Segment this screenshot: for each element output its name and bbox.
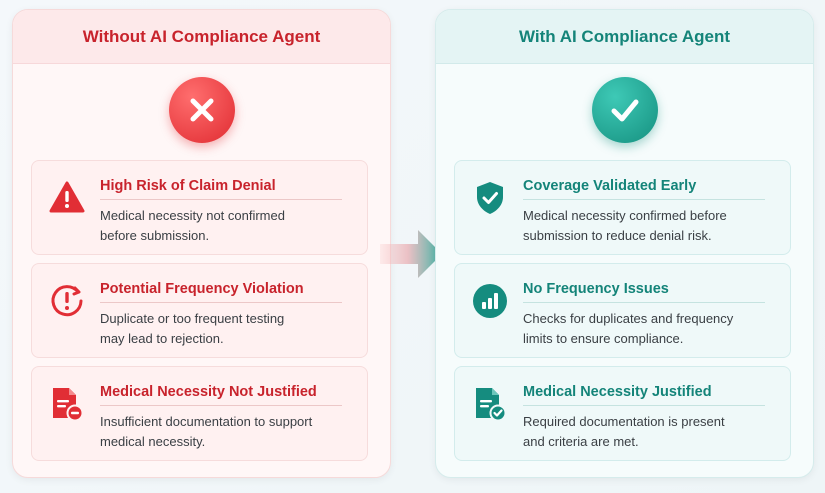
card-high-risk-claim-denial: High Risk of Claim Denial Medical necess… — [31, 160, 368, 255]
card-description-line: may lead to rejection. — [100, 331, 224, 346]
document-check-icon — [471, 385, 509, 423]
with-agent-title: With AI Compliance Agent — [436, 10, 813, 64]
card-medical-necessity-justified: Medical Necessity Justified Required doc… — [454, 366, 791, 461]
card-description-line: medical necessity. — [100, 434, 206, 449]
card-title: Potential Frequency Violation — [100, 281, 342, 303]
card-description: Checks for duplicates and frequency limi… — [523, 309, 783, 349]
card-description: Insufficient documentation to support me… — [100, 412, 360, 452]
card-description-line: limits to ensure compliance. — [523, 331, 684, 346]
card-potential-frequency-violation: Potential Frequency Violation Duplicate … — [31, 263, 368, 358]
arrow-right-icon — [380, 226, 444, 282]
card-description: Required documentation is present and cr… — [523, 412, 783, 452]
card-description: Medical necessity not confirmed before s… — [100, 206, 360, 246]
shield-check-icon — [471, 179, 509, 217]
card-description-line: Duplicate or too frequent testing — [100, 311, 285, 326]
clock-alert-icon — [48, 282, 86, 320]
card-description-line: and criteria are met. — [523, 434, 639, 449]
card-title: Coverage Validated Early — [523, 178, 765, 200]
card-description-line: Checks for duplicates and frequency — [523, 311, 734, 326]
card-title: Medical Necessity Justified — [523, 384, 765, 406]
card-title: High Risk of Claim Denial — [100, 178, 342, 200]
card-description-line: Required documentation is present — [523, 414, 725, 429]
warning-triangle-icon — [48, 179, 86, 217]
card-description-line: before submission. — [100, 228, 210, 243]
card-no-frequency-issues: No Frequency Issues Checks for duplicate… — [454, 263, 791, 358]
card-title: No Frequency Issues — [523, 281, 765, 303]
card-medical-necessity-not-justified: Medical Necessity Not Justified Insuffic… — [31, 366, 368, 461]
with-agent-panel: With AI Compliance Agent Coverage Valida… — [435, 9, 814, 478]
card-description: Medical necessity confirmed before submi… — [523, 206, 783, 246]
card-description-line: Insufficient documentation to support — [100, 414, 313, 429]
document-minus-icon — [48, 385, 86, 423]
card-description-line: Medical necessity not confirmed — [100, 208, 285, 223]
card-description-line: submission to reduce denial risk. — [523, 228, 712, 243]
check-icon — [591, 77, 658, 143]
without-agent-title: Without AI Compliance Agent — [13, 10, 390, 64]
card-description: Duplicate or too frequent testing may le… — [100, 309, 360, 349]
without-agent-panel: Without AI Compliance Agent High Risk of… — [12, 9, 391, 478]
card-coverage-validated-early: Coverage Validated Early Medical necessi… — [454, 160, 791, 255]
card-title: Medical Necessity Not Justified — [100, 384, 342, 406]
x-icon — [168, 77, 235, 143]
card-description-line: Medical necessity confirmed before — [523, 208, 727, 223]
bar-chart-icon — [471, 282, 509, 320]
